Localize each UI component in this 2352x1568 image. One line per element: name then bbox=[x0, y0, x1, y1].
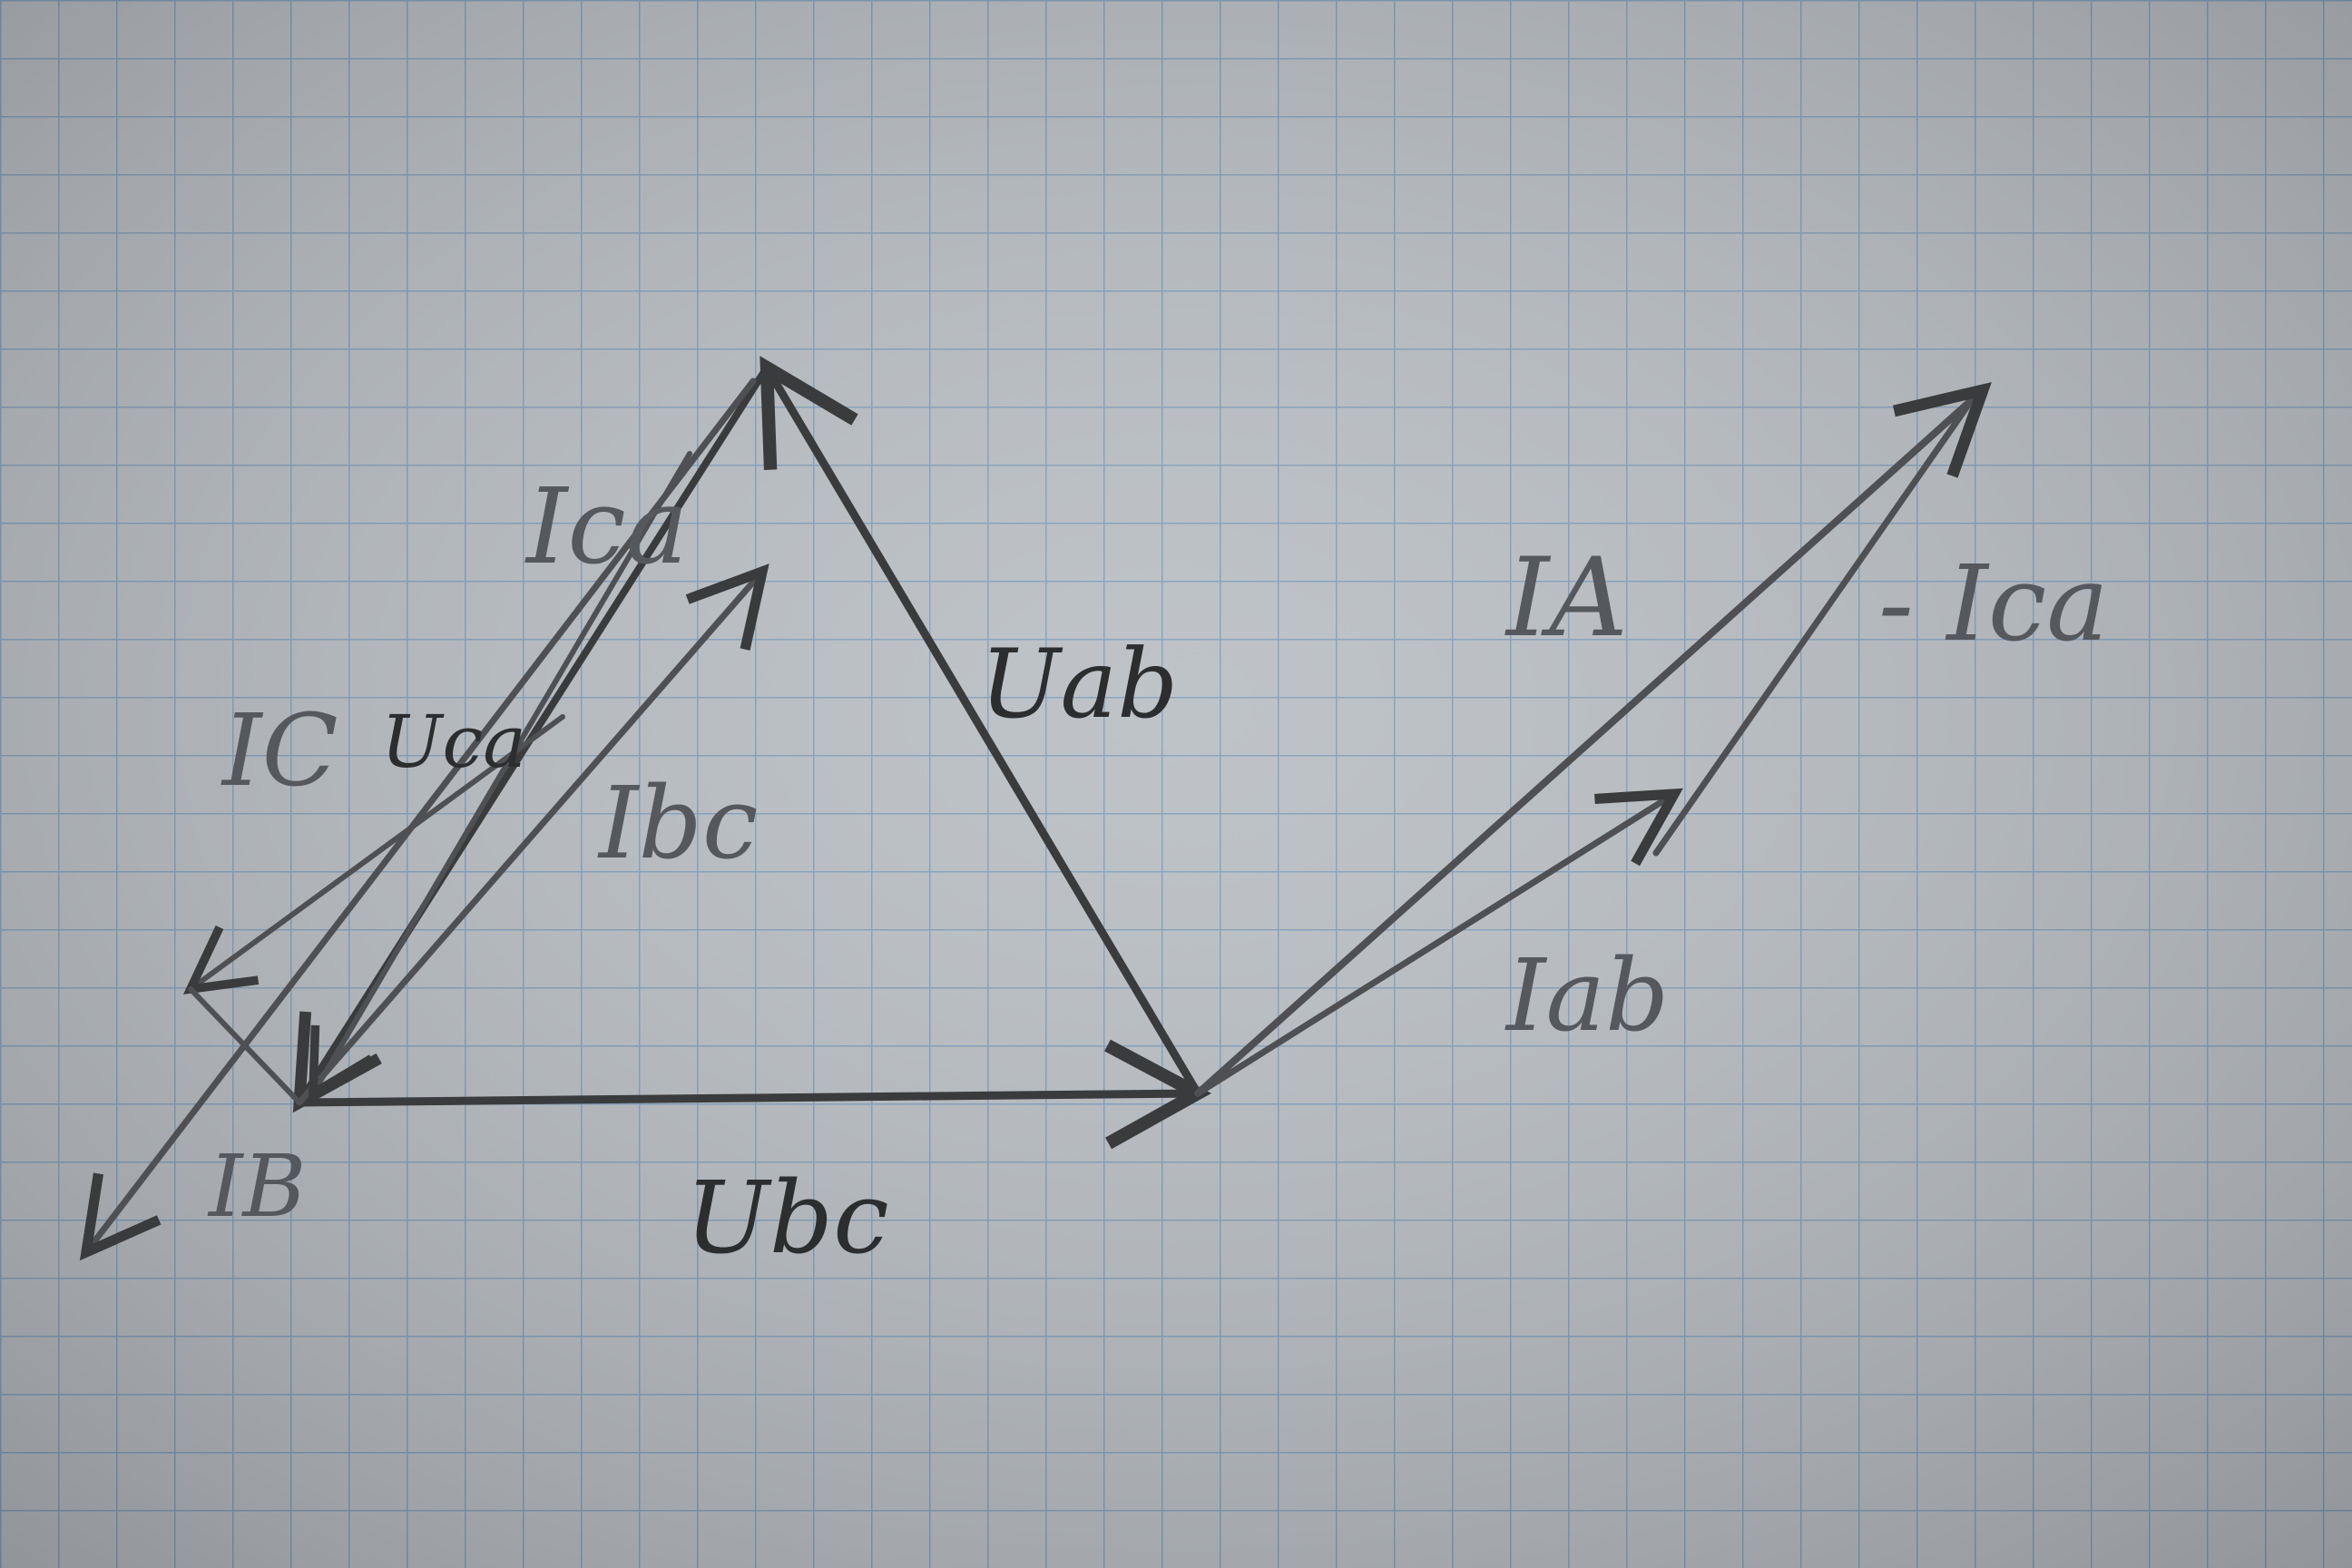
vector-iab bbox=[1194, 788, 1683, 1097]
label-minus-ica: - Ica bbox=[1878, 544, 2109, 665]
vector-uab bbox=[760, 356, 1202, 1098]
label-ubc: Ubc bbox=[685, 1160, 889, 1276]
vector-ib bbox=[308, 451, 692, 1102]
label-iab: Iab bbox=[1504, 937, 1669, 1054]
label-uca: Uca bbox=[381, 700, 526, 784]
vector-ica bbox=[79, 377, 757, 1261]
vector-ia bbox=[1194, 382, 1992, 1097]
connector-ic-ib bbox=[188, 986, 302, 1105]
vector-minus-ica bbox=[1652, 400, 1973, 857]
vector-ibc bbox=[296, 564, 769, 1106]
vector-ic bbox=[182, 714, 565, 995]
label-ia: IA bbox=[1504, 535, 1628, 662]
right-current-phasors bbox=[1194, 382, 1992, 1097]
label-ic: IC bbox=[220, 692, 338, 808]
label-ibc: Ibc bbox=[597, 765, 758, 881]
label-uab: Uab bbox=[980, 629, 1178, 740]
vector-ubc bbox=[295, 1039, 1212, 1150]
label-ica: Ica bbox=[524, 466, 688, 588]
left-current-phasors bbox=[79, 377, 769, 1261]
label-ib: IB bbox=[207, 1137, 306, 1237]
